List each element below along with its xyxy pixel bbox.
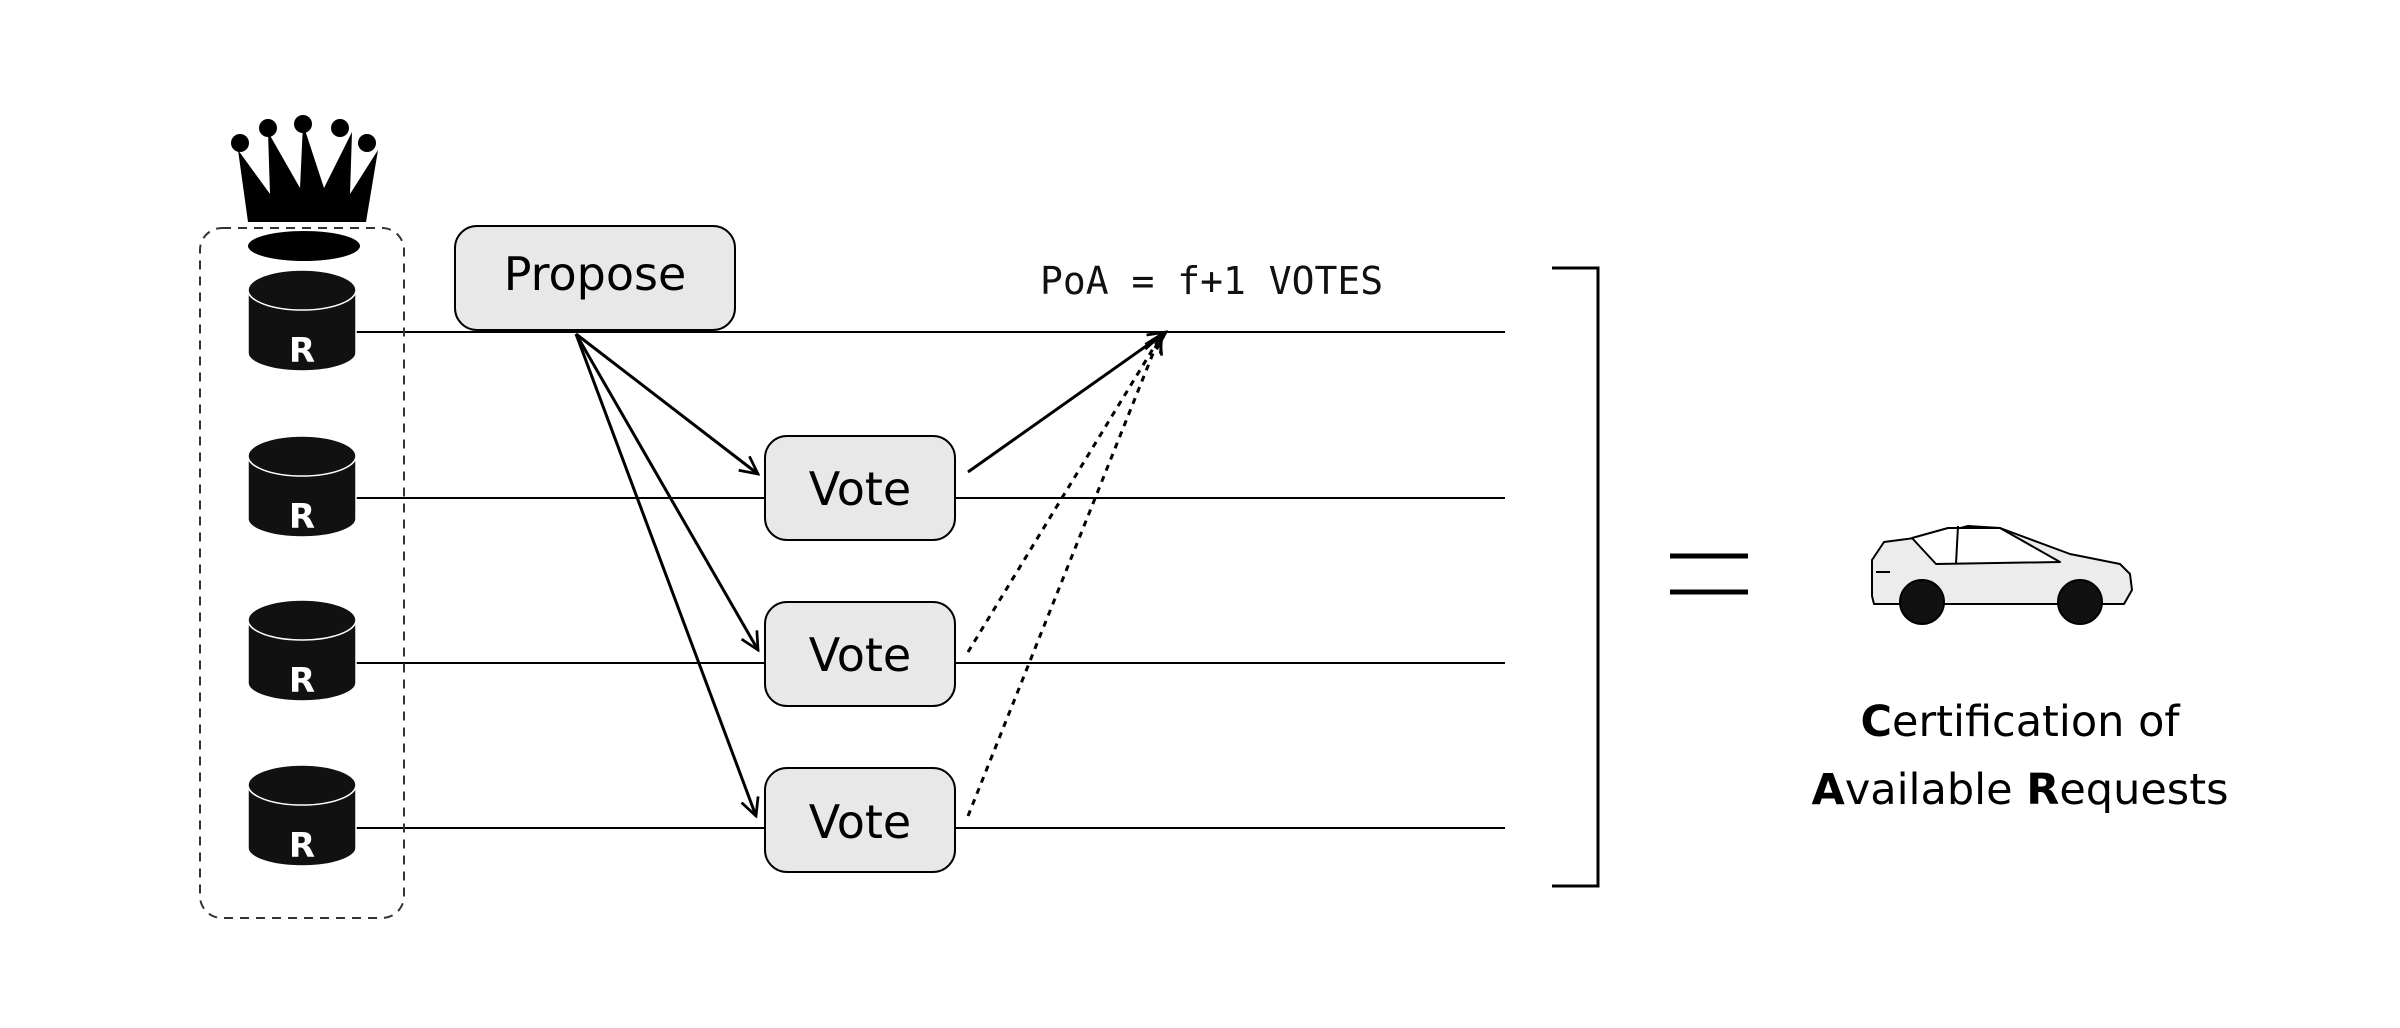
replicas: R R R R [247,269,357,867]
poa-label: PoA = f+1 VOTES [1040,259,1383,303]
vote-label: Vote [809,795,911,849]
vote-node: Vote [764,435,956,541]
replica-label: R [289,661,315,701]
caption-initial: A [1811,765,1845,815]
arrow-to-vote-2 [574,333,758,650]
caption-initial: C [1860,697,1893,747]
caption-line-2: Available Requests [1740,756,2300,824]
replica-label: R [289,331,315,371]
propose-node: Propose [454,225,736,331]
propose-arrows [574,332,758,816]
result-caption: Certification of Available Requests [1740,688,2300,824]
vote-label: Vote [809,628,911,682]
replica-label: R [289,497,315,537]
vote-arrows [966,332,1166,817]
database-icon: R [247,764,357,867]
vote-label: Vote [809,462,911,516]
timelines [350,331,1505,829]
caption-text: vailable [1844,765,2027,815]
arrow-vote-3-to-poa [966,336,1160,817]
car-icon [1871,525,2133,625]
caption-line-1: Certification of [1740,688,2300,756]
database-icon: R [247,599,357,702]
crown-icon [231,115,378,261]
caption-text: ertification of [1892,697,2180,747]
database-icon: R [247,435,357,538]
database-icon: R [247,269,357,372]
caption-text: equests [2059,765,2229,815]
replica-group [199,227,405,919]
propose-label: Propose [504,247,687,301]
closing-bracket [1552,266,1600,888]
caption-initial: R [2026,765,2060,815]
arrow-vote-1-to-poa [967,332,1166,474]
arrow-to-vote-3 [574,333,756,816]
arrow-vote-2-to-poa [966,334,1162,653]
arrow-to-vote-1 [575,332,758,474]
vote-node: Vote [764,601,956,707]
replica-label: R [289,826,315,866]
equals-icon [1670,553,1748,595]
vote-node: Vote [764,767,956,873]
